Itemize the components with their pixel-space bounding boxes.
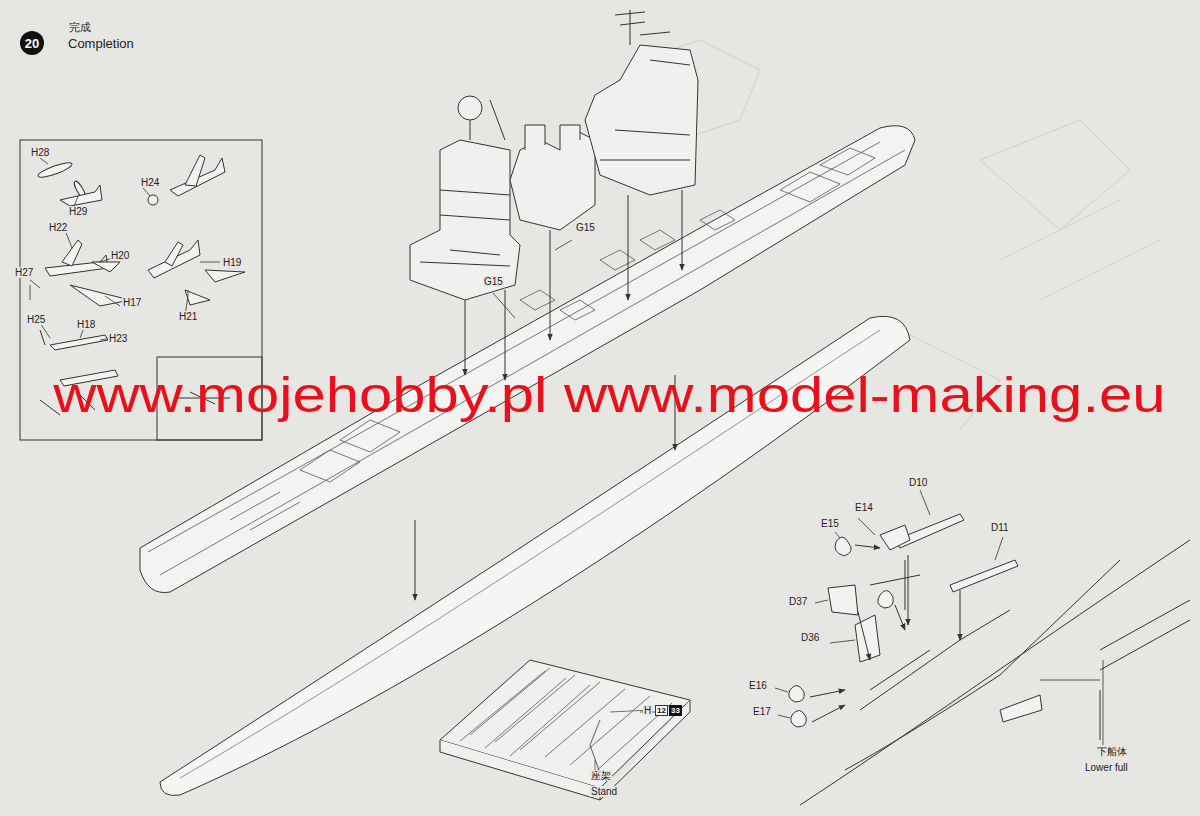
part-number: H24 <box>140 177 160 188</box>
part-number: E16 <box>748 680 768 691</box>
watermark: www.mojehobby.pl www.model-making.eu <box>52 368 1167 423</box>
part-count-box: 12 <box>655 705 668 716</box>
part-number: H28 <box>30 147 50 158</box>
part-number: H20 <box>110 250 130 261</box>
node-text: 12 <box>657 707 666 715</box>
stand-label-chinese: 座架 <box>590 770 612 781</box>
part-count-box: 33 <box>669 705 682 716</box>
node-text: 20 <box>25 37 39 50</box>
step-title: Completion <box>68 36 134 51</box>
part-number: E17 <box>752 706 772 717</box>
part-number: H23 <box>108 333 128 344</box>
part-number: D36 <box>800 632 820 643</box>
hull-label: Lower full <box>1084 762 1129 773</box>
part-number: H22 <box>48 222 68 233</box>
part-number: H19 <box>222 257 242 268</box>
part-number: D10 <box>908 477 928 488</box>
part-number: E15 <box>820 518 840 529</box>
step-title-chinese: 完成 <box>68 21 92 33</box>
part-number: G15 <box>483 276 504 287</box>
part-number: H25 <box>26 314 46 325</box>
part-number: H27 <box>14 267 34 278</box>
part-number: H29 <box>68 206 88 217</box>
hull-label-chinese: 下船体 <box>1096 746 1128 757</box>
stand-label: Stand <box>590 786 618 797</box>
part-number: H18 <box>76 319 96 330</box>
part-number: H21 <box>178 311 198 322</box>
part-sprue-letter: H <box>643 705 652 716</box>
node-text: 33 <box>671 707 680 715</box>
part-number: G15 <box>575 222 596 233</box>
part-number: H17 <box>122 297 142 308</box>
step-number-circle: 20 <box>20 31 44 55</box>
part-number: D11 <box>990 522 1010 533</box>
part-number: E14 <box>854 502 874 513</box>
part-number: D37 <box>788 596 808 607</box>
